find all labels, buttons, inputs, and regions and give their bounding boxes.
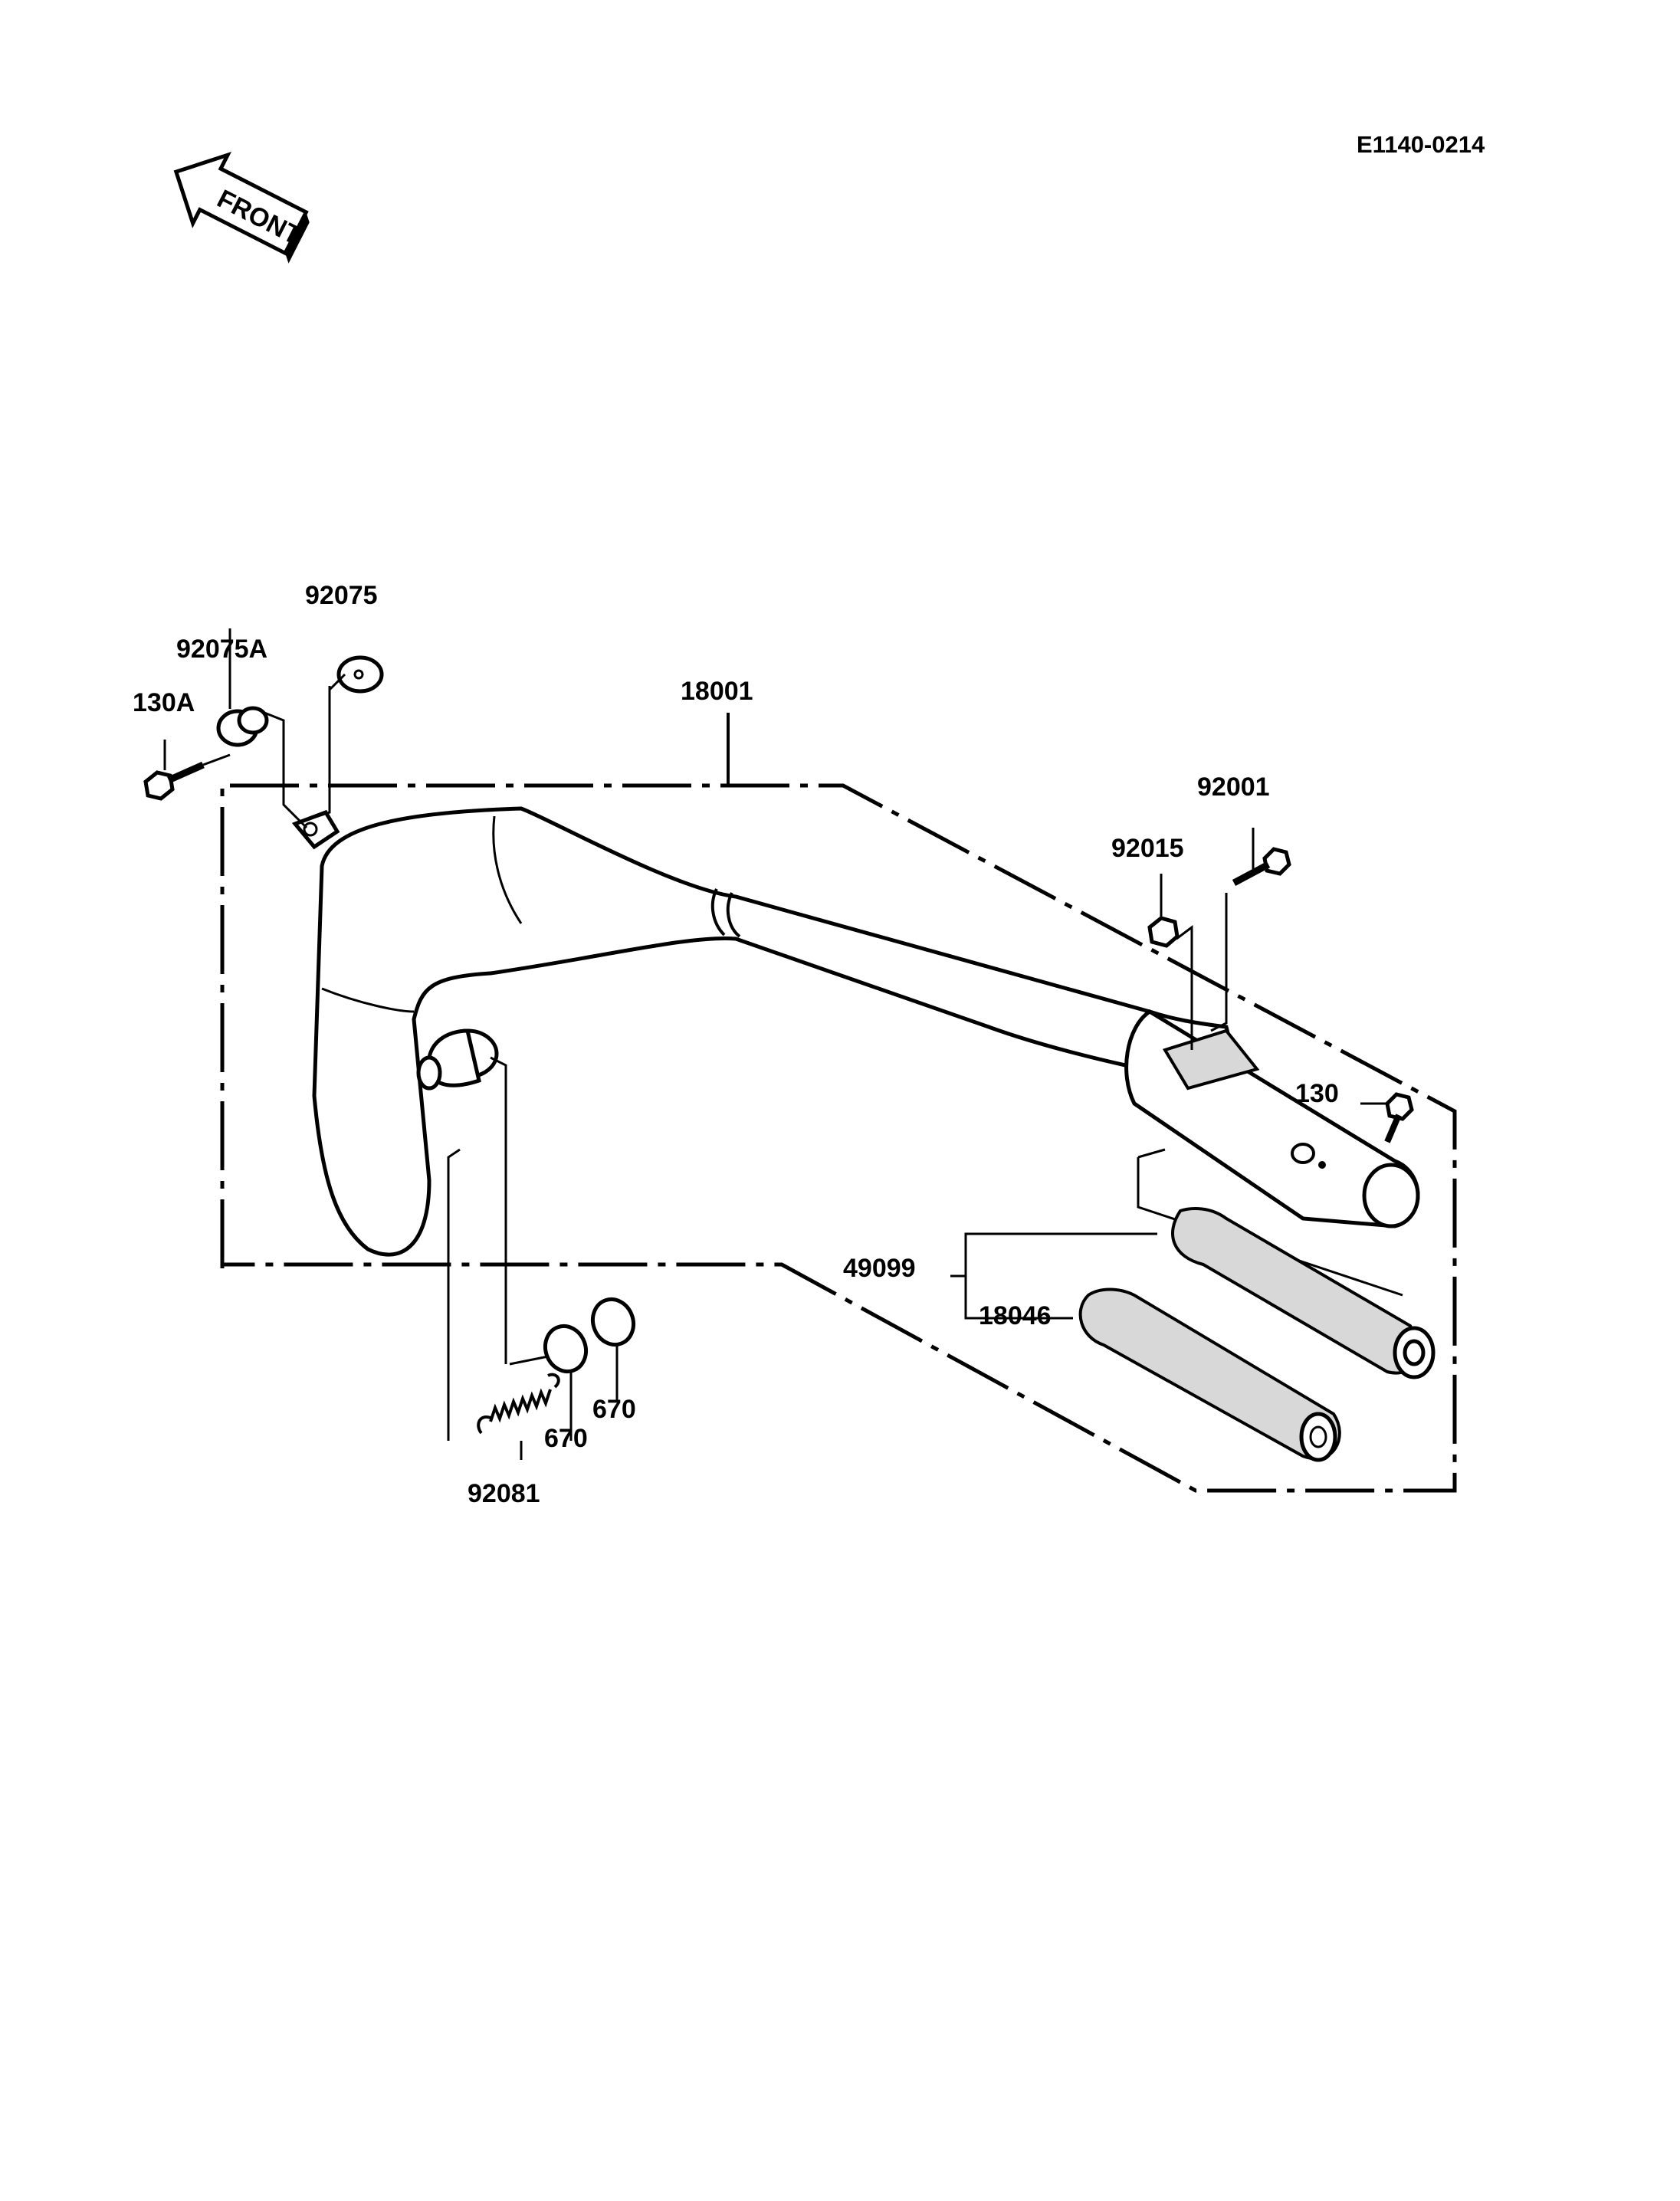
part-label-670-b: 670	[592, 1395, 636, 1424]
part-label-18046: 18046	[979, 1301, 1052, 1330]
part-label-92015: 92015	[1111, 834, 1184, 863]
nut-92015	[1147, 874, 1193, 1050]
washer-92075	[306, 655, 384, 822]
assembly-boundary-line	[220, 783, 1457, 1493]
part-label-92001: 92001	[1197, 772, 1270, 802]
bolt-92001	[1210, 828, 1291, 1032]
internals-outline-2	[1137, 1148, 1166, 1159]
internals-outline	[1137, 1157, 1403, 1297]
part-label-49099: 49099	[843, 1254, 916, 1283]
o-ring-670-a	[509, 1324, 588, 1441]
part-label-92075: 92075	[305, 581, 378, 610]
part-label-130: 130	[1295, 1079, 1339, 1108]
bolt-130	[1360, 1092, 1414, 1143]
part-label-670-a: 670	[544, 1424, 588, 1453]
part-label-130A: 130A	[133, 688, 195, 717]
exhaust-pipe-18001	[291, 806, 1245, 1257]
part-label-92081: 92081	[468, 1479, 540, 1508]
o-ring-670-b	[591, 1297, 635, 1402]
inlet-flange	[416, 1028, 499, 1091]
front-arrow-icon: FRONT	[173, 152, 310, 264]
reference-code: E1140-0214	[1357, 131, 1485, 158]
part-label-18001: 18001	[681, 677, 753, 706]
damper-92075A	[216, 628, 308, 829]
bolt-130A	[143, 740, 231, 801]
part-label-92075A: 92075A	[176, 635, 268, 664]
silencer-18001	[1124, 1009, 1420, 1228]
packing-49099	[1171, 1207, 1436, 1379]
packing-18046	[1078, 1287, 1341, 1462]
spring-92081	[447, 1056, 560, 1460]
